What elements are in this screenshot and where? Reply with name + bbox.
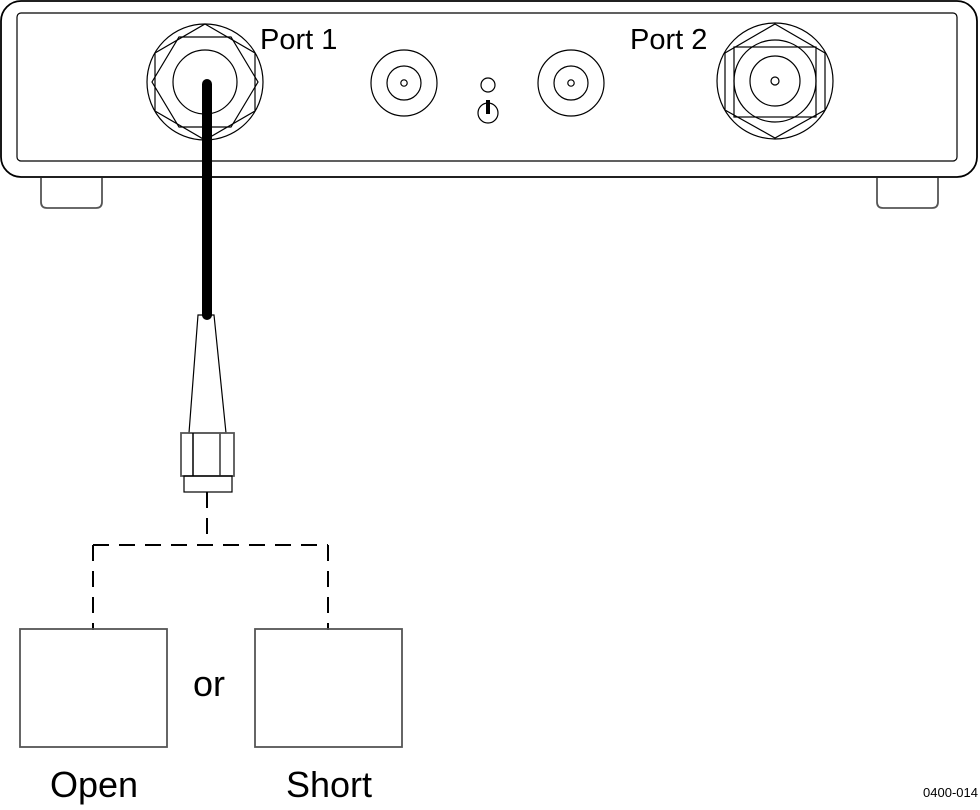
dashed-connection-paths	[92, 492, 329, 630]
chassis-outer	[0, 0, 978, 178]
short-standard-box	[254, 628, 403, 748]
figure-id: 0400-014	[923, 785, 978, 800]
or-separator-label: or	[193, 663, 225, 704]
left-foot	[40, 178, 103, 209]
cable-end-connector	[180, 432, 235, 493]
right-foot	[876, 178, 939, 209]
port1-hex-nut-inner	[151, 36, 259, 128]
port1-label: Port 1	[260, 24, 337, 56]
open-standard-label: Open	[50, 764, 138, 805]
short-standard-label: Short	[286, 764, 372, 805]
aux-connector-right	[537, 49, 605, 117]
status-led-icon	[480, 77, 496, 93]
cable-strain-relief	[188, 314, 227, 434]
port2-hex-nut	[724, 23, 826, 139]
port2-label: Port 2	[630, 24, 707, 56]
chassis-front-panel	[16, 12, 958, 162]
open-standard-box	[19, 628, 168, 748]
port1-connector	[146, 23, 264, 141]
power-button-icon[interactable]	[477, 100, 499, 124]
aux-connector-left	[370, 49, 438, 117]
port2-connector	[716, 22, 834, 140]
instrument-chassis	[0, 0, 978, 209]
